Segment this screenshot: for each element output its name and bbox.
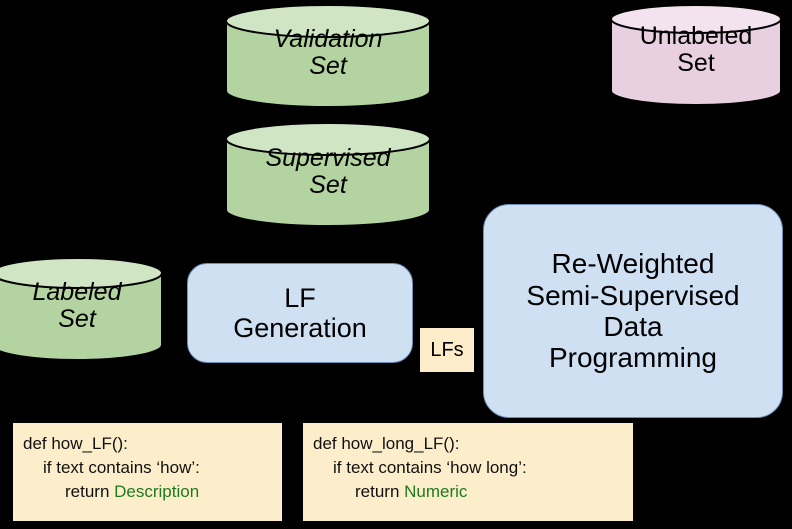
datastore-supervised-set[interactable]: Supervised Set	[225, 122, 431, 227]
code-return-value: Description	[114, 481, 200, 501]
code-return-value: Numeric	[404, 481, 468, 501]
code-line: return Numeric	[313, 480, 623, 504]
datastore-validation-set[interactable]: Validation Set	[225, 4, 431, 108]
cylinder-shape	[225, 4, 431, 108]
code-line: def how_LF():	[23, 434, 128, 453]
code-keyword: return	[65, 481, 115, 501]
code-line: if text contains ‘how’:	[43, 457, 200, 477]
datastore-labeled-set[interactable]: Labeled Set	[0, 257, 163, 362]
datastore-unlabeled-set[interactable]: Unlabeled Set	[610, 4, 782, 106]
code-snippet-how-long-lf[interactable]: def how_long_LF(): if text contains ‘how…	[303, 423, 633, 521]
label-lfs[interactable]: LFs	[420, 328, 474, 372]
cylinder-shape	[225, 122, 431, 227]
code-line: if text contains ‘how long’:	[333, 457, 527, 477]
cylinder-shape	[610, 4, 782, 106]
process-lf-generation[interactable]: LF Generation	[187, 263, 413, 363]
code-line: return Description	[23, 480, 272, 504]
code-snippet-how-lf[interactable]: def how_LF(): if text contains ‘how’: re…	[13, 423, 282, 521]
code-keyword: return	[355, 481, 405, 501]
cylinder-shape	[0, 257, 163, 361]
code-line: def how_long_LF():	[313, 434, 460, 453]
process-rwssdp[interactable]: Re-Weighted Semi-Supervised Data Program…	[483, 204, 783, 418]
